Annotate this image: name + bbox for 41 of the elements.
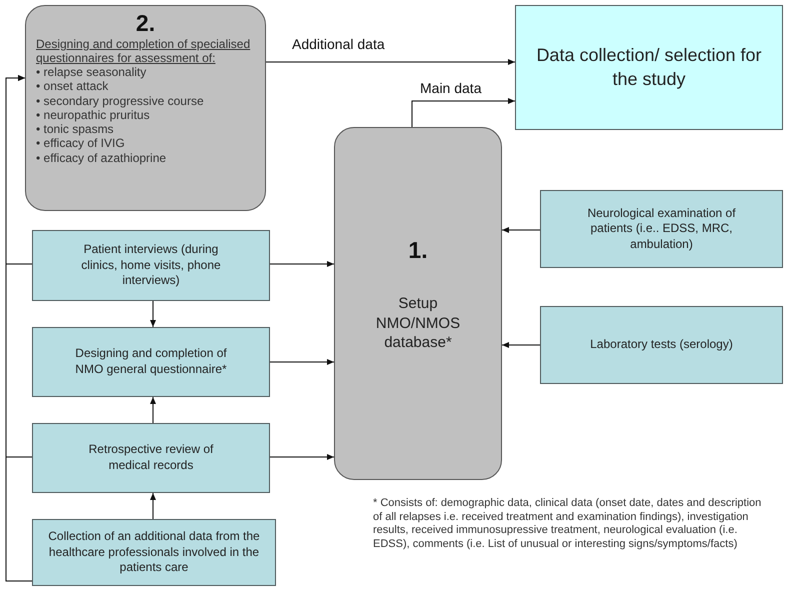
arrow	[270, 454, 334, 460]
box-text: Retrospective review of medical records	[88, 442, 214, 474]
process-box	[540, 190, 783, 268]
bullet-item: • relapse seasonality	[36, 65, 146, 80]
edge-label: Additional data	[290, 36, 387, 52]
process-box	[540, 306, 783, 384]
arrow	[150, 300, 156, 328]
box-text: Setup NMO/NMOS database*	[374, 294, 462, 352]
box-text: Collection of an additional data from the healthcare professionals involved in the patients care	[47, 529, 261, 576]
footnote: * Consists of: demographic data, clinical data (onset date, dates and description of all relapses i.e. received treatment and examination findings), investigation results, received immunosupressive treatment, neurological evaluation (i.e. EDSS), comments (i.e. List of unusual or interesting signs/symptoms/facts)	[373, 497, 762, 551]
arrow	[150, 492, 156, 520]
process-box	[32, 519, 276, 586]
step-number: 1.	[408, 237, 428, 264]
box-text: Data collection/ selection for the study	[535, 44, 763, 91]
bullet-item: • tonic spasms	[36, 122, 114, 136]
rounded-process-box	[25, 5, 266, 211]
arrow	[412, 98, 516, 128]
box-heading: Designing and completion of specialised questionnaires for assessment of:	[36, 37, 252, 65]
box-text: Patient interviews (during clinics, home visits, phone interviews)	[80, 242, 222, 289]
edge-label: Main data	[418, 80, 484, 96]
bullet-item: • onset attack	[36, 79, 108, 94]
box-text: Neurological examination of patients (i.e.. EDSS, MRC, ambulation)	[586, 206, 737, 252]
arrow	[270, 261, 334, 267]
box-text: Laboratory tests (serology)	[590, 337, 733, 353]
arrow	[266, 59, 516, 65]
arrow	[270, 359, 334, 365]
bullet-item: • efficacy of IVIG	[36, 136, 125, 151]
arrow	[502, 227, 540, 233]
arrow	[150, 396, 156, 424]
arrow	[502, 342, 540, 348]
process-box	[32, 327, 270, 397]
bullet-item: • efficacy of azathioprine	[36, 150, 166, 166]
bullet-item: • secondary progressive course	[36, 94, 204, 108]
bullet-item: • neuropathic pruritus	[36, 108, 150, 122]
arrow	[6, 75, 32, 582]
process-box	[515, 5, 783, 130]
rounded-process-box	[334, 127, 502, 480]
process-box	[32, 230, 270, 301]
process-box	[32, 423, 270, 493]
box-text: Designing and completion of NMO general questionnaire*	[74, 346, 228, 378]
step-number: 2.	[136, 10, 156, 37]
